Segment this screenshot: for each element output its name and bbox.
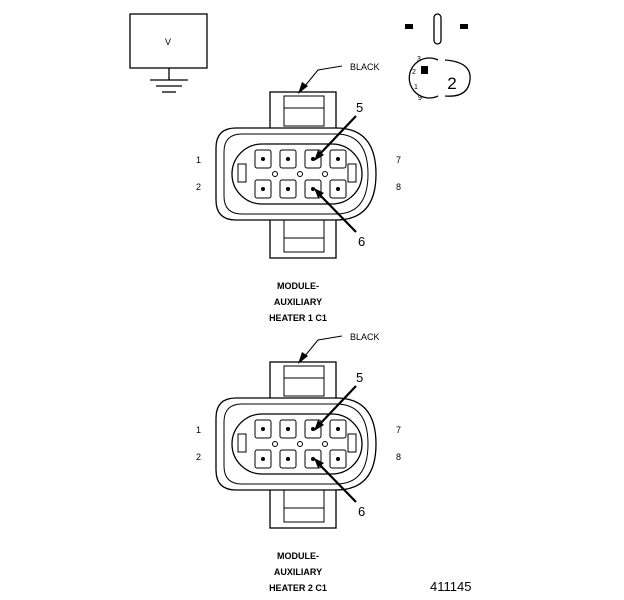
connector-body bbox=[215, 91, 377, 259]
caption-line-2: AUXILIARY bbox=[274, 567, 322, 577]
caption-line-2: AUXILIARY bbox=[274, 297, 322, 307]
connector-heater-2: BLACK 1 2 7 8 5 6 MODULE- AUXILIARY HEAT… bbox=[196, 332, 401, 593]
ground-icon bbox=[150, 79, 188, 93]
probe-pin-3: 3 bbox=[417, 56, 421, 63]
figure-number: 411145 bbox=[430, 579, 471, 594]
probe-terminal-icon: 2 3 2 1 9 bbox=[405, 13, 471, 102]
callout-5: 5 bbox=[356, 100, 363, 115]
pin-8-label: 8 bbox=[396, 182, 401, 192]
pin-7-label: 7 bbox=[396, 425, 401, 435]
pin-2-label: 2 bbox=[196, 182, 201, 192]
pin-1-label: 1 bbox=[196, 425, 201, 435]
caption-line-3: HEATER 2 C1 bbox=[269, 583, 327, 593]
voltmeter-label: V bbox=[165, 37, 171, 47]
probe-pin-9: 9 bbox=[418, 95, 422, 102]
caption-line-1: MODULE- bbox=[277, 551, 319, 561]
connector-body bbox=[215, 361, 377, 529]
callout-5: 5 bbox=[356, 370, 363, 385]
pin-2-label: 2 bbox=[196, 452, 201, 462]
probe-pin-1: 1 bbox=[414, 84, 418, 91]
pin-7-label: 7 bbox=[396, 155, 401, 165]
probe-pin-2: 2 bbox=[412, 69, 416, 76]
callout-6: 6 bbox=[358, 504, 365, 519]
wire-color-label: BLACK bbox=[350, 62, 380, 72]
pin-1-label: 1 bbox=[196, 155, 201, 165]
wire-color-label: BLACK bbox=[350, 332, 380, 342]
terminal-cavities bbox=[254, 149, 347, 199]
caption-line-1: MODULE- bbox=[277, 281, 319, 291]
pin-8-label: 8 bbox=[396, 452, 401, 462]
terminal-cavities bbox=[254, 419, 347, 469]
connector-heater-1: BLACK 1 2 7 8 5 6 MODULE- AUXILIARY HEAT… bbox=[196, 62, 401, 323]
callout-6: 6 bbox=[358, 234, 365, 249]
voltmeter-symbol: V bbox=[129, 13, 208, 93]
probe-number: 2 bbox=[447, 74, 456, 93]
caption-line-3: HEATER 1 C1 bbox=[269, 313, 327, 323]
